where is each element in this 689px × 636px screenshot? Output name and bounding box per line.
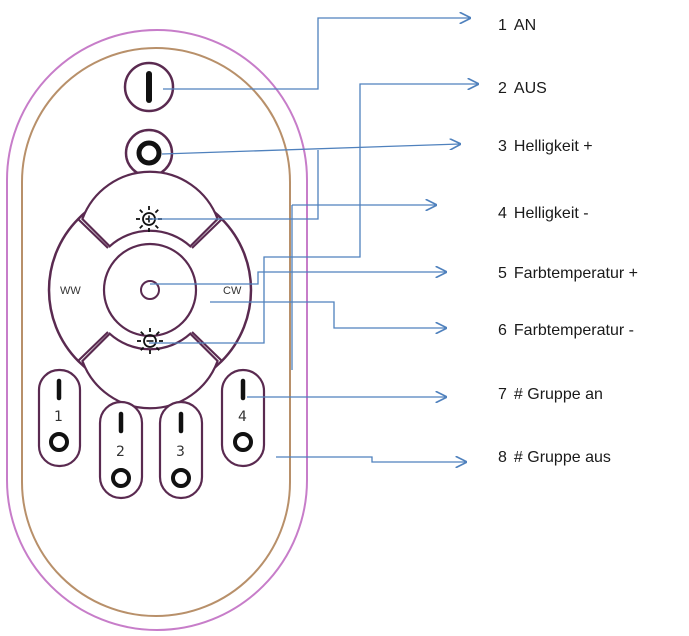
inner-shell — [21, 47, 291, 617]
leader-line-1 — [163, 18, 470, 90]
leader-line-9 — [276, 457, 466, 462]
group-1: 1 — [37, 368, 82, 468]
sun-minus-icon — [137, 328, 163, 354]
group-2-number: 2 — [116, 444, 125, 460]
group-3-number: 3 — [176, 444, 185, 460]
off-button[interactable] — [124, 128, 174, 178]
group-4: 4 — [220, 368, 266, 468]
leader-line-4 — [149, 150, 319, 220]
brightness-up-button[interactable] — [81, 170, 219, 248]
cw-label: CW — [223, 285, 242, 297]
callout-8: 8# Gruppe aus — [498, 449, 611, 466]
center-button[interactable] — [102, 242, 198, 338]
callout-7: 7# Gruppe an — [498, 386, 603, 403]
ring-icon — [140, 280, 160, 300]
brightness-down-button[interactable] — [81, 332, 219, 410]
dpad: WW CW — [47, 170, 253, 410]
leader-lines — [149, 18, 478, 462]
leader-line-2 — [149, 84, 478, 344]
leader-line-3 — [161, 144, 460, 155]
group-1-off-icon[interactable] — [49, 432, 69, 452]
leader-line-7 — [210, 301, 446, 328]
group-3-off-icon[interactable] — [171, 468, 191, 488]
ww-label: WW — [60, 285, 81, 297]
group-2-off-icon[interactable] — [111, 468, 131, 488]
leader-line-6 — [150, 272, 446, 285]
group-4-number: 4 — [238, 409, 247, 425]
group-4-off-icon[interactable] — [233, 432, 253, 452]
power-off-icon — [136, 140, 162, 166]
group-3: 3 — [158, 400, 204, 500]
on-button[interactable] — [123, 61, 175, 113]
outer-shell — [6, 29, 308, 631]
remote-body — [6, 29, 308, 631]
group-1-number: 1 — [54, 409, 63, 425]
group-2: 2 — [98, 400, 144, 500]
